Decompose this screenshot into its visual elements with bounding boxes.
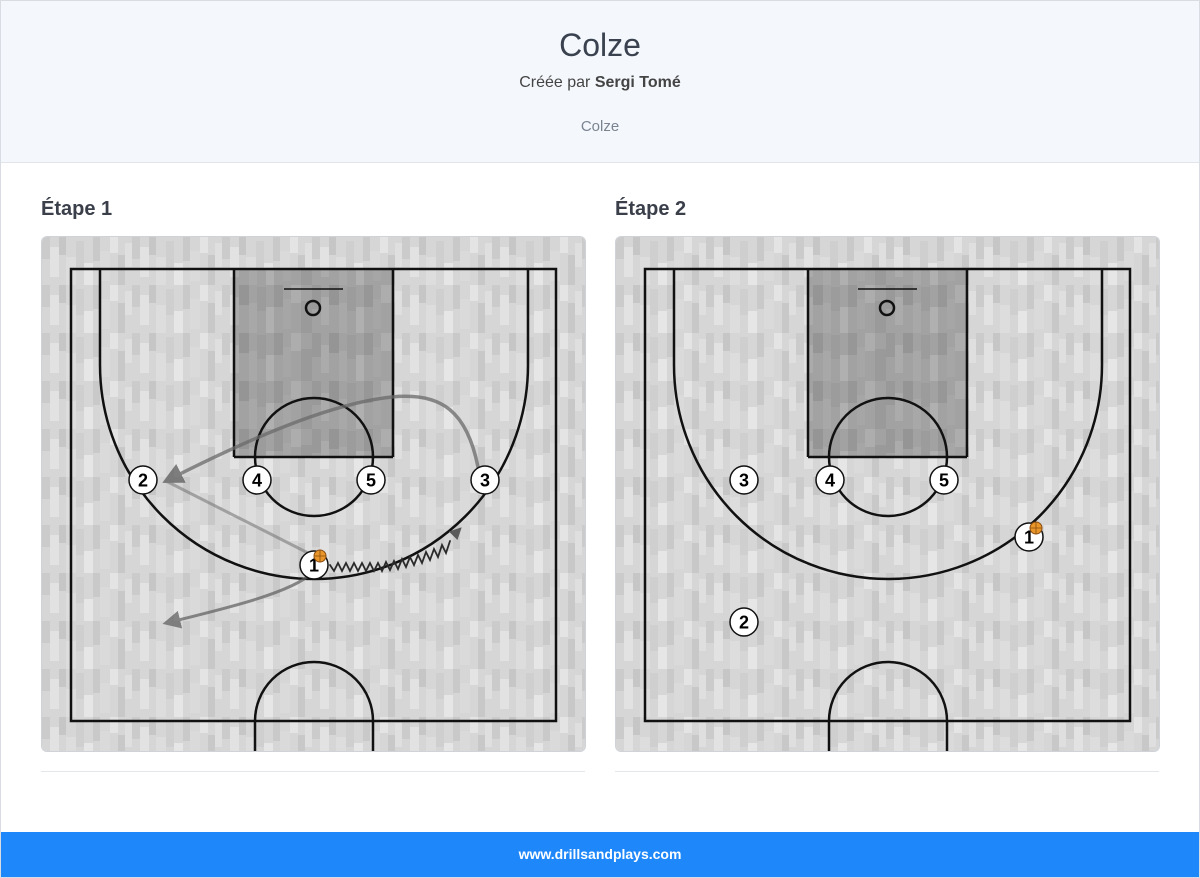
byline-prefix: Créée par — [519, 74, 591, 91]
player-label: 2 — [739, 613, 749, 633]
player-label: 5 — [366, 471, 376, 491]
basketball-icon — [1029, 521, 1043, 535]
basketball-icon — [313, 549, 327, 563]
player-label: 1 — [309, 556, 319, 576]
paint-area — [234, 269, 393, 457]
page-title: Colze — [559, 27, 641, 63]
player-1[interactable]: 1 — [1014, 521, 1044, 552]
divider-step-1 — [41, 771, 585, 772]
dribble-arrow-head — [448, 527, 462, 541]
court-svg-step-2: 3 4 5 1 2 — [616, 237, 1159, 751]
player-5[interactable]: 5 — [929, 465, 959, 495]
player-label: 2 — [138, 471, 148, 491]
page-header: Colze Créée par Sergi Tomé Colze — [1, 1, 1199, 163]
player-label: 5 — [939, 471, 949, 491]
page-footer: www.drillsandplays.com — [1, 832, 1199, 877]
player-4[interactable]: 4 — [815, 465, 845, 495]
player-5[interactable]: 5 — [356, 465, 386, 495]
player-label: 3 — [480, 471, 490, 491]
court-lines — [643, 267, 1132, 751]
cut-path-2 — [164, 479, 314, 557]
paint-area — [808, 269, 967, 457]
cut-arrow-1-to-corner — [162, 571, 314, 629]
player-2[interactable]: 2 — [729, 607, 759, 637]
category-tag[interactable]: Colze — [580, 118, 620, 135]
player-3[interactable]: 3 — [470, 465, 500, 495]
cut-arrow-3-to-2 — [162, 394, 480, 483]
play-actions — [162, 394, 480, 629]
player-label: 1 — [1024, 528, 1034, 548]
byline: Créée par Sergi Tomé — [1, 73, 1199, 93]
player-1[interactable]: 1 — [299, 549, 329, 580]
player-4[interactable]: 4 — [242, 465, 272, 495]
step-1-title: Étape 1 — [41, 198, 113, 220]
court-diagram-step-1: 2 4 5 3 1 — [41, 236, 586, 752]
player-label: 3 — [739, 471, 749, 491]
player-label: 4 — [252, 471, 262, 491]
court-svg-step-1: 2 4 5 3 1 — [42, 237, 585, 751]
dribble-path-1 — [329, 540, 451, 574]
court-diagram-step-2: 3 4 5 1 2 — [615, 236, 1160, 752]
player-label: 4 — [825, 471, 835, 491]
footer-site-link[interactable]: www.drillsandplays.com — [518, 846, 682, 862]
divider-step-2 — [615, 771, 1159, 772]
step-2-title: Étape 2 — [615, 198, 687, 220]
author-name[interactable]: Sergi Tomé — [594, 74, 681, 91]
player-2[interactable]: 2 — [128, 465, 158, 495]
player-3[interactable]: 3 — [729, 465, 759, 495]
